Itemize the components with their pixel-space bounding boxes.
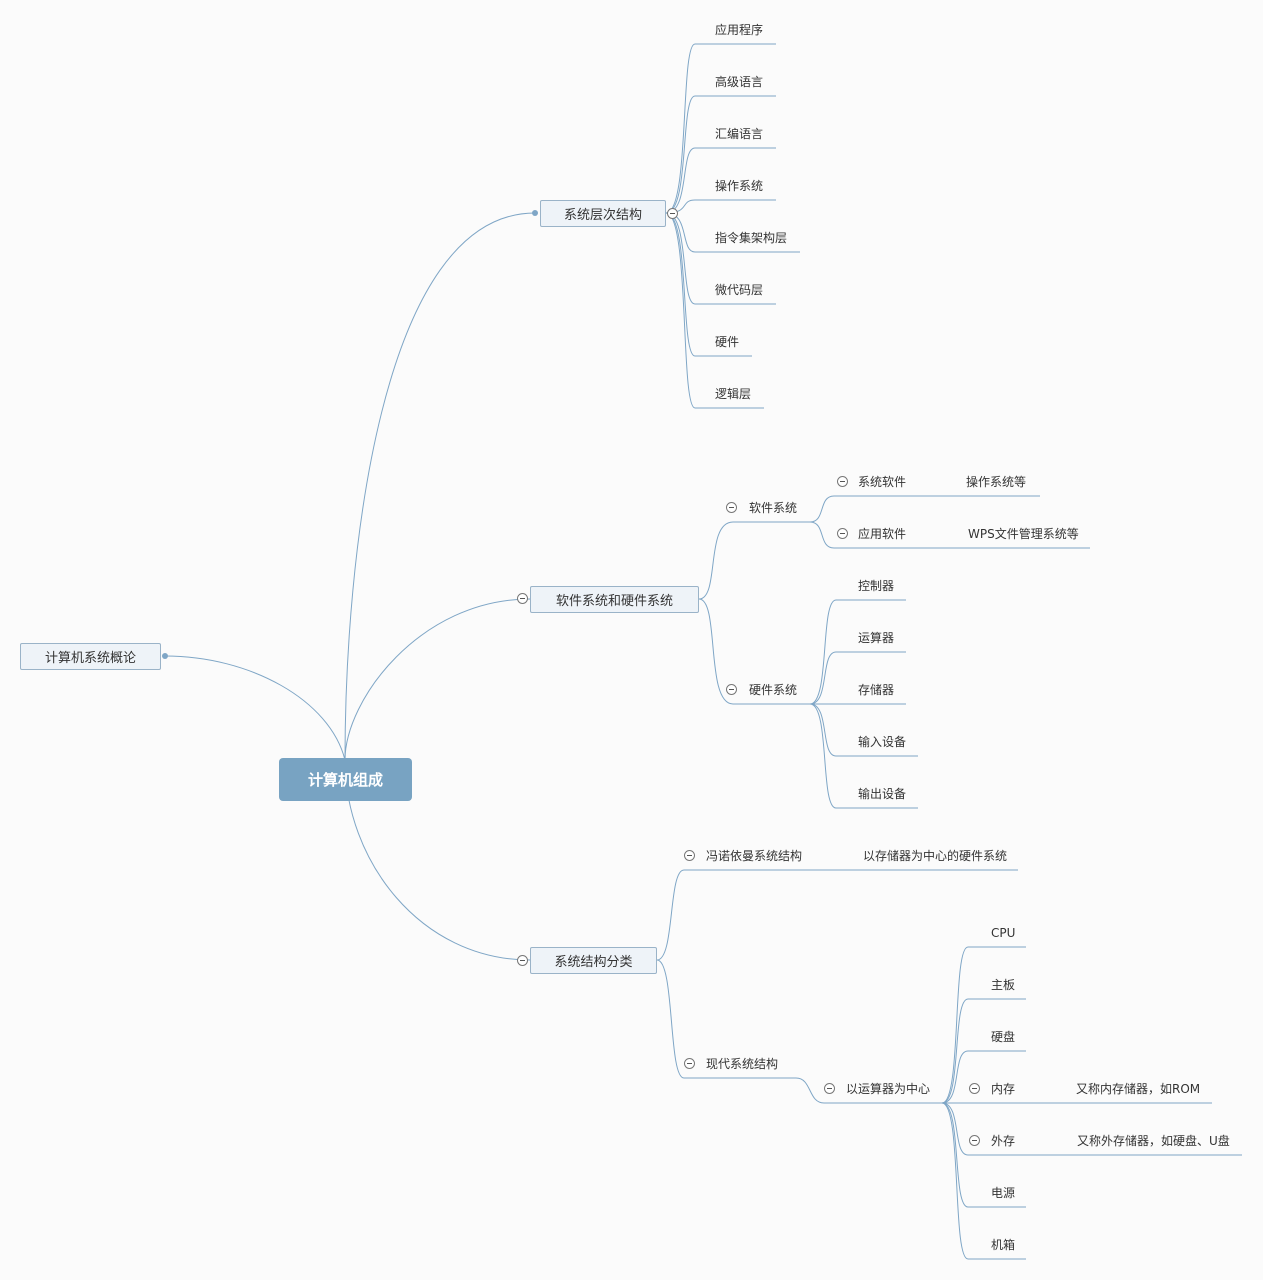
overview-label: 计算机系统概论 <box>44 651 136 666</box>
memory-node[interactable]: 内存 <box>991 1082 1016 1096</box>
system-sw-node[interactable]: 系统软件 <box>858 475 907 489</box>
hardware-item[interactable]: 输入设备 <box>858 735 907 749</box>
layers-node[interactable]: 系统层次结构 <box>540 200 666 227</box>
layer-item[interactable]: 硬件 <box>715 335 740 349</box>
app-sw-node[interactable]: 应用软件 <box>858 527 907 541</box>
system-sw-note[interactable]: 操作系统等 <box>966 475 1027 489</box>
overview-node[interactable]: 计算机系统概论 <box>20 643 161 670</box>
center-node[interactable]: 以运算器为中心 <box>846 1082 931 1096</box>
classify-collapse-icon[interactable] <box>517 955 528 966</box>
hardware-item[interactable]: 控制器 <box>858 579 895 593</box>
swhw-node[interactable]: 软件系统和硬件系统 <box>530 586 699 613</box>
memory-note[interactable]: 又称内存储器，如ROM <box>1076 1082 1201 1096</box>
software-collapse-icon[interactable] <box>726 502 737 513</box>
layers-label: 系统层次结构 <box>563 208 642 223</box>
layer-item[interactable]: 指令集架构层 <box>715 231 788 245</box>
board-node[interactable]: 主板 <box>991 978 1016 992</box>
external-note[interactable]: 又称外存储器，如硬盘、U盘 <box>1077 1134 1230 1148</box>
external-node[interactable]: 外存 <box>991 1134 1016 1148</box>
layer-item[interactable]: 应用程序 <box>715 23 764 37</box>
power-node[interactable]: 电源 <box>991 1186 1016 1200</box>
layer-item[interactable]: 微代码层 <box>715 283 764 297</box>
modern-node[interactable]: 现代系统结构 <box>706 1057 779 1071</box>
external-collapse-icon[interactable] <box>969 1135 980 1146</box>
root-label: 计算机组成 <box>307 771 383 789</box>
classify-label: 系统结构分类 <box>554 955 633 970</box>
hardware-node[interactable]: 硬件系统 <box>749 683 798 697</box>
modern-collapse-icon[interactable] <box>684 1058 695 1069</box>
layers-collapse-icon[interactable] <box>667 208 678 219</box>
layer-item[interactable]: 汇编语言 <box>715 127 764 141</box>
vonneumann-note[interactable]: 以存储器为中心的硬件系统 <box>863 849 1008 863</box>
disk-node[interactable]: 硬盘 <box>991 1030 1016 1044</box>
cpu-node[interactable]: CPU <box>991 926 1016 940</box>
memory-collapse-icon[interactable] <box>969 1083 980 1094</box>
swhw-collapse-icon[interactable] <box>517 593 528 604</box>
classify-node[interactable]: 系统结构分类 <box>530 947 657 974</box>
system-sw-collapse-icon[interactable] <box>837 476 848 487</box>
vonneumann-node[interactable]: 冯诺依曼系统结构 <box>706 849 803 863</box>
layer-item[interactable]: 操作系统 <box>715 179 764 193</box>
app-sw-collapse-icon[interactable] <box>837 528 848 539</box>
root-node[interactable]: 计算机组成 <box>279 758 412 801</box>
layer-item[interactable]: 逻辑层 <box>715 387 752 401</box>
case-node[interactable]: 机箱 <box>991 1238 1016 1252</box>
swhw-label: 软件系统和硬件系统 <box>555 594 673 609</box>
vonneumann-collapse-icon[interactable] <box>684 850 695 861</box>
center-collapse-icon[interactable] <box>824 1083 835 1094</box>
hardware-item[interactable]: 运算器 <box>858 631 895 645</box>
hardware-item[interactable]: 存储器 <box>858 683 895 697</box>
layer-item[interactable]: 高级语言 <box>715 75 764 89</box>
hardware-collapse-icon[interactable] <box>726 684 737 695</box>
app-sw-note[interactable]: WPS文件管理系统等 <box>968 527 1079 541</box>
software-node[interactable]: 软件系统 <box>749 501 798 515</box>
hardware-item[interactable]: 输出设备 <box>858 787 907 801</box>
